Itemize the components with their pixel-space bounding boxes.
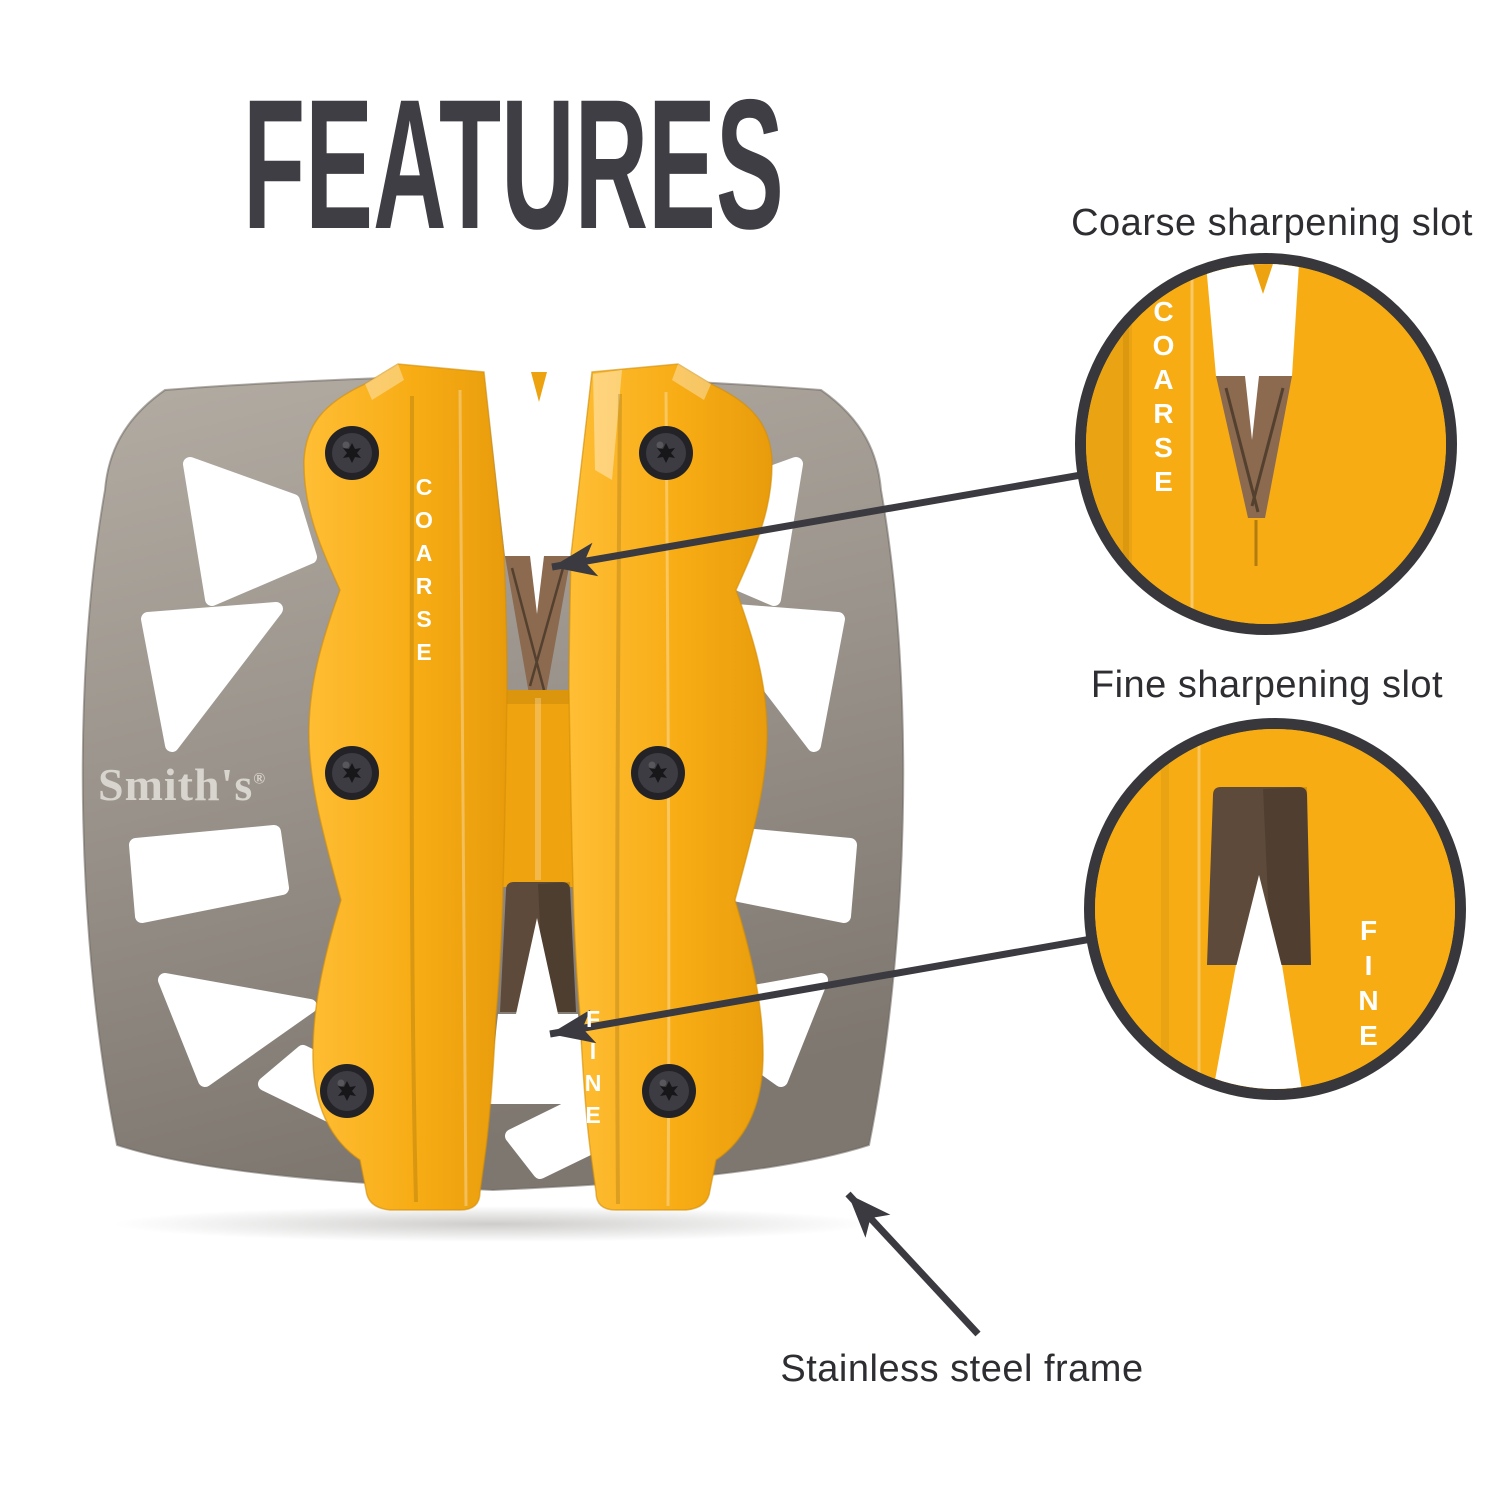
- coarse-slot-magnifier: [1075, 253, 1457, 635]
- slot-back-sliver: [531, 372, 547, 402]
- magnifier-fine-text: FINE: [1353, 915, 1384, 1055]
- coarse-carbide-blades: [505, 556, 571, 694]
- yellow-bar-left: [303, 363, 508, 1211]
- brand-name: Smith's: [98, 759, 254, 810]
- product-fine-slot-label: FINE: [580, 1006, 606, 1134]
- registered-trademark: ®: [253, 770, 267, 788]
- sharpener-product-image: [81, 363, 905, 1242]
- coarse-magnifier-detail: [1086, 264, 1446, 624]
- coarse-slot-gap: [484, 372, 592, 556]
- product-shadow: [113, 1206, 873, 1242]
- coarse-callout-label: Coarse sharpening slot: [1071, 202, 1473, 244]
- brand-logo: Smith's®: [98, 758, 266, 811]
- fine-magnifier-detail: [1095, 729, 1455, 1089]
- page-title: FEATURES: [243, 62, 784, 268]
- coarse-callout-arrow: [551, 459, 1151, 577]
- center-bridge: [501, 690, 575, 887]
- fine-slot-magnifier: [1084, 718, 1466, 1100]
- magnifier-coarse-text: COARSE: [1148, 296, 1179, 500]
- frame-callout-label: Stainless steel frame: [780, 1348, 1144, 1390]
- fine-callout-label: Fine sharpening slot: [1090, 664, 1444, 706]
- product-coarse-slot-label: COARSE: [411, 474, 437, 672]
- fine-ceramic-stones: [500, 882, 576, 1014]
- frame-callout-arrow: [845, 1191, 981, 1337]
- fine-callout-arrow: [549, 930, 1121, 1044]
